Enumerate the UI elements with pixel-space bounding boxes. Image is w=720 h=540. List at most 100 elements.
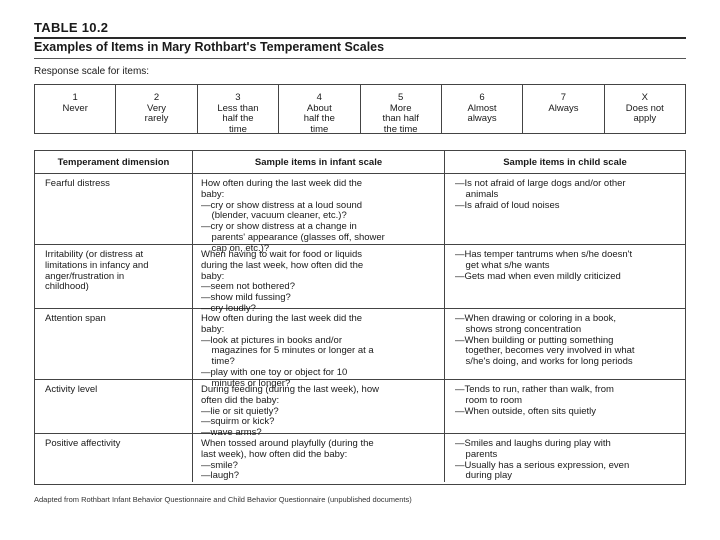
cell-text-line: —Is not afraid of large dogs and/or othe… xyxy=(455,178,626,189)
scale-option-number: 6 xyxy=(479,92,485,103)
cell-text-line: together, becomes very involved in what xyxy=(455,345,635,357)
temperament-table: Temperament dimension Sample items in in… xyxy=(34,150,686,485)
scale-option-text: always xyxy=(467,113,497,124)
cell-text-line: shows strong concentration xyxy=(455,323,582,335)
column-header-dimension: Temperament dimension xyxy=(35,151,193,173)
table-number: TABLE 10.2 xyxy=(34,20,109,35)
cell-text-line: How often during the last week did the xyxy=(201,313,363,324)
cell-text-line: —seem not bothered? xyxy=(201,281,296,293)
scale-option-text: Never xyxy=(62,102,88,114)
cell-text-line: —Tends to run, rather than walk, from xyxy=(455,384,614,395)
cell-text-line: minutes or longer? xyxy=(201,377,291,389)
cell-text-line: animals xyxy=(455,188,499,200)
cell-text-line: often did the baby: xyxy=(201,394,280,406)
cell-text-line: anger/frustration in xyxy=(45,270,125,282)
infant-item-cell: When tossed around playfully (during the… xyxy=(193,434,445,482)
cell-text-line: baby: xyxy=(201,270,225,282)
cell-text-line: baby: xyxy=(201,188,225,200)
title-rule-bottom xyxy=(34,58,686,59)
cell-text-line: during play xyxy=(455,470,513,482)
dimension-cell: Positive affectivity xyxy=(35,434,193,482)
cell-text-line: Fearful distress xyxy=(45,178,110,189)
scale-option-text: More xyxy=(389,102,412,114)
scale-option-number: 1 xyxy=(72,92,78,103)
cell-text-line: get what s/he wants xyxy=(455,259,550,271)
cell-text-line: —cry loudly? xyxy=(201,302,256,314)
scale-option-text: Very xyxy=(147,102,167,114)
column-header-infant: Sample items in infant scale xyxy=(193,151,445,173)
response-scale-label: Response scale for items: xyxy=(34,66,150,77)
cell-text-line: —play with one toy or object for 10 xyxy=(201,366,348,378)
cell-text-line: When having to wait for food or liquids xyxy=(201,249,363,260)
table-row: Attention span How often during the last … xyxy=(35,309,685,389)
table-header-row: Temperament dimension Sample items in in… xyxy=(35,151,685,174)
scale-option-text: time xyxy=(310,123,329,135)
scale-option-number: X xyxy=(641,92,648,103)
cell-text-line: childhood) xyxy=(45,281,89,293)
cell-text-line: Attention span xyxy=(45,313,106,324)
cell-text-line: —smile? xyxy=(201,459,238,471)
cell-text-line: —squirm or kick? xyxy=(201,416,275,428)
table-row: Positive affectivity When tossed around p… xyxy=(35,434,685,482)
scale-option-number: 7 xyxy=(560,92,567,103)
column-header-child: Sample items in child scale xyxy=(503,156,627,168)
child-item-cell: —Tends to run, rather than walk, from ro… xyxy=(445,380,685,433)
cell-text-line: —When drawing or coloring in a book, xyxy=(455,313,617,324)
cell-text-line: When tossed around playfully (during the xyxy=(201,438,374,449)
cell-text-line: —show mild fussing? xyxy=(201,292,291,304)
scale-option-text: About xyxy=(306,102,332,114)
child-item-cell: —Smiles and laughs during play with pare… xyxy=(445,434,685,482)
cell-text-line: Activity level xyxy=(45,384,98,395)
cell-text-line: during the last week, how often did the xyxy=(201,259,364,271)
cell-text-line: —Usually has a serious expression, even xyxy=(455,459,630,471)
cell-text-line: —look at pictures in books and/or xyxy=(201,334,342,346)
scale-option-text: the time xyxy=(383,123,418,135)
scale-option-number: 3 xyxy=(235,92,241,103)
scale-option-number: 4 xyxy=(316,92,322,103)
cell-text-line: —cry or show distress at a change in xyxy=(201,221,357,233)
cell-text-line: —When outside, often sits quietly xyxy=(455,405,596,417)
cell-text-line: How often during the last week did the xyxy=(201,178,363,189)
cell-text-line: time? xyxy=(201,356,235,368)
dimension-cell: Attention span xyxy=(35,309,193,379)
cell-text-line: Positive affectivity xyxy=(45,438,121,449)
scale-option-text: half the xyxy=(222,113,254,124)
cell-text-line: —wave arms? xyxy=(201,427,262,439)
scale-option-text: Less than xyxy=(217,102,259,114)
cell-text-line: (blender, vacuum cleaner, etc.)? xyxy=(201,210,347,222)
scale-option-text: rarely xyxy=(144,113,169,124)
scale-option-text: Always xyxy=(548,102,579,114)
cell-text-line: —Is afraid of loud noises xyxy=(455,199,560,211)
cell-text-line: —laugh? xyxy=(201,470,240,482)
scale-option-text: Does not xyxy=(625,102,664,114)
cell-text-line: magazines for 5 minutes or longer at a xyxy=(201,345,374,357)
scale-option-text: time xyxy=(228,123,247,135)
table-row: Activity level During feeding (during the… xyxy=(35,380,685,438)
infant-item-cell: During feeding (during the last week), h… xyxy=(193,380,445,438)
scale-option-text: apply xyxy=(633,113,657,124)
cell-text-line: room to room xyxy=(455,394,523,406)
table-title: Examples of Items in Mary Rothbart's Tem… xyxy=(34,40,385,54)
child-item-cell: —Is not afraid of large dogs and/or othe… xyxy=(445,174,685,244)
child-item-cell: —When drawing or coloring in a book, sho… xyxy=(445,309,685,379)
cell-text-line: parents' appearance (glasses off, shower xyxy=(201,231,385,243)
cell-text-line: s/he's doing, and works for long periods xyxy=(455,356,633,368)
source-note: Adapted from Rothbart Infant Behavior Qu… xyxy=(34,495,412,504)
dimension-cell: Activity level xyxy=(35,380,193,433)
cell-text-line: —cry or show distress at a loud sound xyxy=(201,199,363,211)
child-item-cell: —Has temper tantrums when s/he doesn't g… xyxy=(445,245,685,308)
